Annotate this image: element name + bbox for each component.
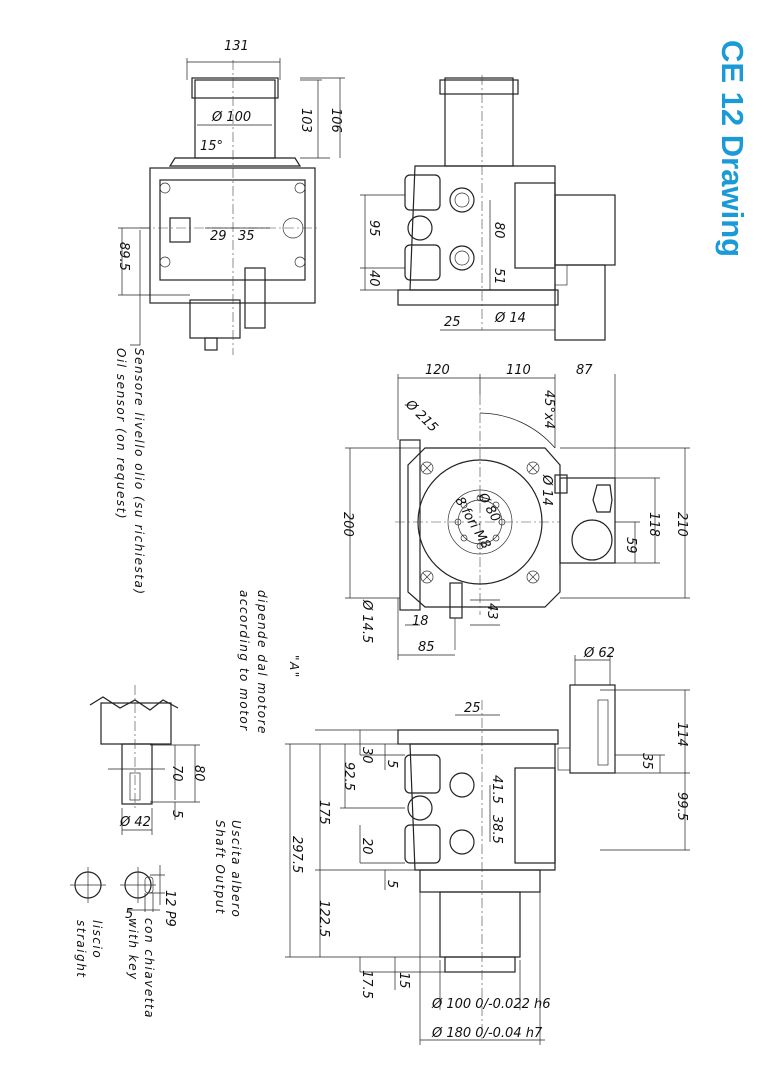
dim-110: 110 <box>506 363 531 378</box>
dim-92-5: 92.5 <box>341 762 356 791</box>
dim-80: 80 <box>491 222 506 239</box>
dim-99-5: 99.5 <box>674 792 689 821</box>
dim-diameter-14: Ø 14 <box>494 311 526 326</box>
dim-17-5: 17.5 <box>359 970 374 999</box>
dim-25-bottom: 25 <box>464 701 481 716</box>
top-right-view <box>360 75 616 341</box>
dim-diameter-215: Ø 215 <box>401 397 440 436</box>
shaft-detail <box>70 685 200 912</box>
dim-5-bottom: 5 <box>384 880 399 888</box>
dim-35-bottom: 35 <box>639 753 654 770</box>
dim-40: 40 <box>366 270 381 287</box>
dim-shaft-diameter-42: Ø 42 <box>119 815 151 830</box>
dim-18: 18 <box>412 614 429 629</box>
keyed-en: with key <box>126 918 140 981</box>
dim-297-5: 297.5 <box>289 836 304 873</box>
keyed-it: con chiavetta <box>142 918 156 1019</box>
shaft-output-it: Uscita albero <box>229 820 243 918</box>
dim-diameter-14-5: Ø 14.5 <box>359 599 374 643</box>
sensor-note-en: Oil sensor (on request) <box>114 348 128 520</box>
shaft-output-en: Shaft Output <box>213 820 227 915</box>
dim-95: 95 <box>366 220 381 237</box>
dim-chamfer: 45°x4 <box>541 390 556 429</box>
sensor-note-it: Sensore livello olio (su richiesta) <box>132 348 146 596</box>
dim-85: 85 <box>418 640 435 655</box>
dim-diameter-100: Ø 100 <box>211 110 251 125</box>
dim-103: 103 <box>298 108 313 133</box>
dim-shaft-5: 5 <box>169 810 184 818</box>
dim-38-5: 38.5 <box>489 815 504 844</box>
dim-120: 120 <box>425 363 450 378</box>
motor-note-it: dipende dal motore <box>255 590 269 735</box>
dim-175: 175 <box>316 800 331 825</box>
dim-41-5: 41.5 <box>489 775 504 804</box>
dim-29: 29 <box>210 229 227 244</box>
dim-131: 131 <box>224 39 249 54</box>
shaft-tolerance: Ø 100 0/-0.022 h6 <box>431 997 551 1012</box>
dim-210: 210 <box>674 512 689 537</box>
dim-106: 106 <box>328 108 343 133</box>
dim-shaft-70: 70 <box>169 765 184 782</box>
dim-200: 200 <box>340 512 355 537</box>
flange-tolerance: Ø 180 0/-0.04 h7 <box>431 1026 543 1041</box>
middle-flange-view <box>345 374 690 660</box>
dim-diameter-14-holes: Ø 14 <box>539 474 554 506</box>
dim-shaft-80: 80 <box>191 765 206 782</box>
dim-35: 35 <box>238 229 255 244</box>
dim-43: 43 <box>484 603 499 620</box>
dim-59: 59 <box>623 537 638 554</box>
drawing-title: CE 12 Drawing <box>715 40 750 257</box>
bottom-side-view <box>285 655 690 1045</box>
dim-118: 118 <box>646 512 661 537</box>
dim-89-5: 89.5 <box>116 242 131 271</box>
dim-51: 51 <box>491 268 506 285</box>
dim-30: 30 <box>359 747 374 764</box>
dim-122-5: 122.5 <box>316 900 331 937</box>
motor-note-en: according to motor <box>237 590 251 732</box>
dim-20: 20 <box>359 838 374 855</box>
dim-15: 15 <box>396 972 411 989</box>
dim-5-top: 5 <box>384 760 399 768</box>
key-width: 12 P9 <box>162 890 177 927</box>
dim-25: 25 <box>444 315 461 330</box>
dim-diameter-62: Ø 62 <box>583 646 615 661</box>
dim-angle-15: 15° <box>200 139 223 154</box>
top-left-view <box>118 58 345 355</box>
plain-en: straight <box>74 920 88 979</box>
plain-it: liscio <box>90 920 104 959</box>
dim-87: 87 <box>576 363 593 378</box>
motor-mark: "A" <box>287 655 301 679</box>
key-depth: 5 <box>125 907 133 922</box>
dim-114: 114 <box>674 722 689 747</box>
